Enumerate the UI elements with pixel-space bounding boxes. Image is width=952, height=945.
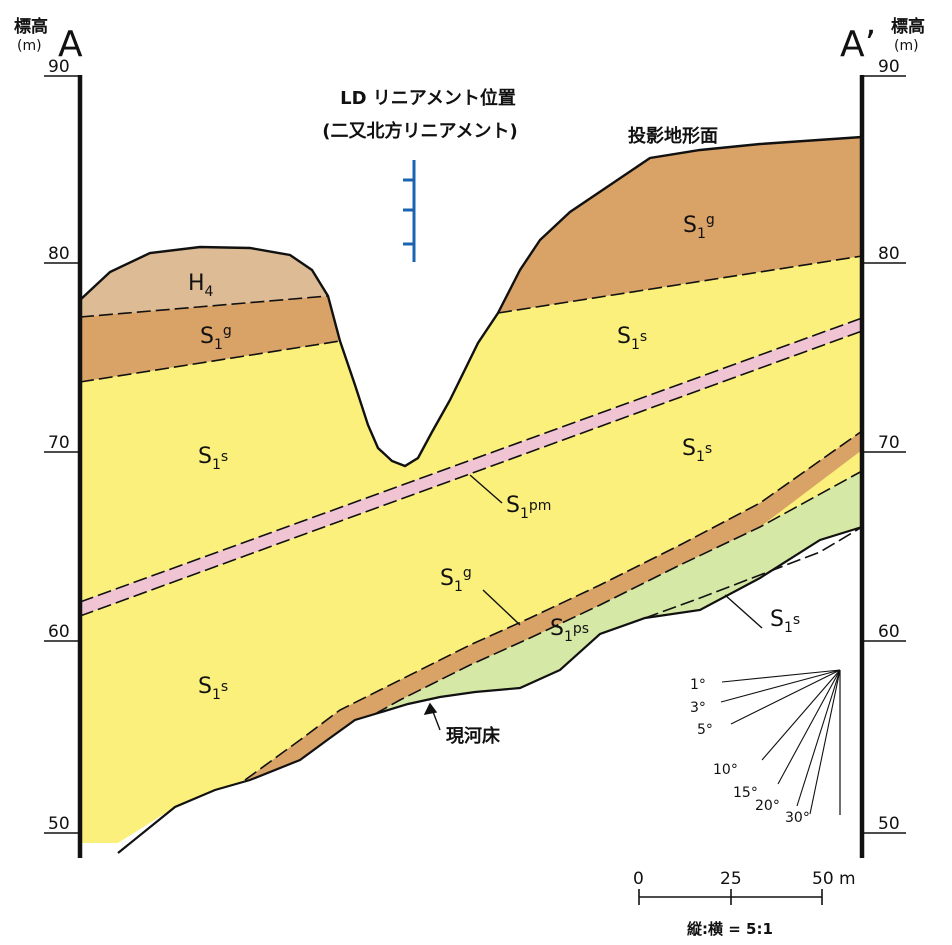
projected-surface-label: 投影地形面 <box>628 125 718 147</box>
left-end-label: A <box>58 24 83 65</box>
scale-ratio: 縦:横 = 5:1 <box>687 920 773 938</box>
scale-label-50: 50 m <box>812 869 856 889</box>
left-axis-unit: (m) <box>17 38 42 54</box>
right-axis-title: 標高 <box>891 16 925 37</box>
lineament-label-line1: LD リニアメント位置 <box>340 87 516 109</box>
left-tick-label-50: 50 <box>48 814 70 834</box>
dip-label-3: 10° <box>713 762 738 778</box>
right-end-label: A’ <box>840 24 876 65</box>
right-tick-label-70: 70 <box>878 433 900 453</box>
dip-line-1 <box>721 670 840 702</box>
scale-label-25: 25 <box>720 869 742 889</box>
left-tick-label-80: 80 <box>48 244 70 264</box>
right-tick-label-60: 60 <box>878 622 900 642</box>
lineament-label-line2: (二又北方リニアメント) <box>322 120 518 142</box>
label-s1s-right-low: S1s <box>770 607 800 636</box>
dip-angle-diagram: 1°3°5°10°15°20°30° <box>690 670 840 826</box>
dip-line-2 <box>731 670 840 724</box>
right-axis-unit: (m) <box>894 38 919 54</box>
dip-line-6 <box>810 670 840 814</box>
dip-line-3 <box>762 670 840 760</box>
lineament-marker <box>403 160 414 262</box>
dip-line-0 <box>722 670 840 682</box>
riverbed-label: 現河床 <box>446 725 501 747</box>
leader-s1s-right-low <box>725 595 762 628</box>
right-tick-label-50: 50 <box>878 814 900 834</box>
scale-label-0: 0 <box>633 869 644 889</box>
riverbed-arrow-head <box>425 704 436 714</box>
dip-label-5: 20° <box>755 798 780 814</box>
dip-label-6: 30° <box>785 810 810 826</box>
dip-label-2: 5° <box>697 722 713 738</box>
dip-label-1: 3° <box>690 700 706 716</box>
right-tick-label-90: 90 <box>878 57 900 77</box>
scale-bar: 0 25 50 m 縦:横 = 5:1 <box>633 869 856 938</box>
left-tick-label-70: 70 <box>48 433 70 453</box>
right-tick-label-80: 80 <box>878 244 900 264</box>
dip-label-0: 1° <box>690 677 706 693</box>
left-axis-title: 標高 <box>14 16 48 37</box>
left-tick-label-60: 60 <box>48 622 70 642</box>
